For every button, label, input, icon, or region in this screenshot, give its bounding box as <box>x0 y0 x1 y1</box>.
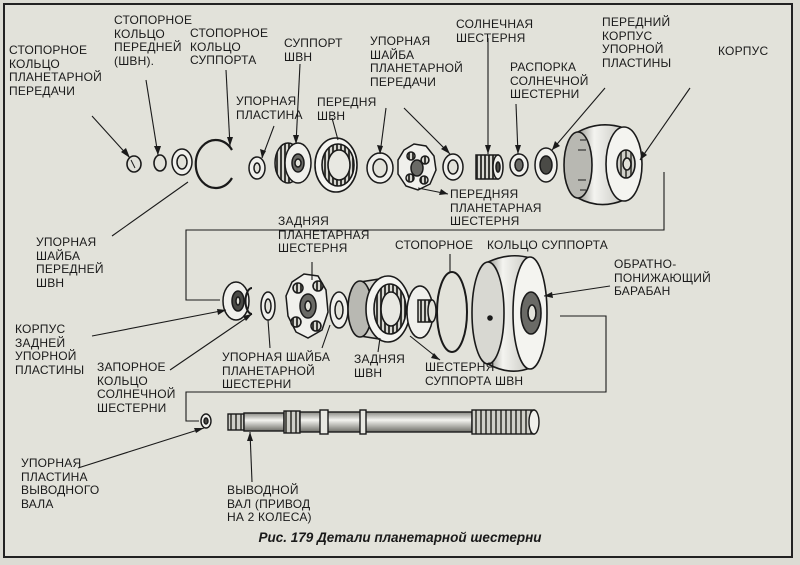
front-planet-thrust-washer-part <box>442 153 464 181</box>
planet-gear-thrust-washer-part <box>260 291 276 321</box>
support-ring-gear-part <box>406 285 437 339</box>
rear-planet-gear-part <box>285 273 329 339</box>
label-planet-snap-ring: СТОПОРНОЕ КОЛЬЦО ПЛАНЕТАРНОЙ ПЕРЕДАЧИ <box>9 43 102 98</box>
label-output-shaft: ВЫВОДНОЙ ВАЛ (ПРИВОД НА 2 КОЛЕСА) <box>227 483 312 524</box>
rear-planet-washer-part <box>329 291 349 329</box>
front-planet-gear-part <box>397 143 437 191</box>
label-rear-planet-gear: ЗАДНЯЯ ПЛАНЕТАРНАЯ ШЕСТЕРНЯ <box>278 214 370 255</box>
label-front-planet-gear: ПЕРЕДНЯЯ ПЛАНЕТАРНАЯ ШЕСТЕРНЯ <box>450 187 542 228</box>
label-output-thrust-plate: УПОРНАЯ ПЛАСТИНА ВЫВОДНОГО ВАЛА <box>21 456 100 511</box>
front-ring-thrust-washer-part <box>171 148 193 176</box>
label-support-ring-word: КОЛЬЦО СУППОРТА <box>487 238 608 252</box>
ring-support-part <box>274 142 312 184</box>
label-support-snap-ring: СТОПОРНОЕ КОЛЬЦО СУППОРТА <box>190 26 269 67</box>
planet-snap-ring-part <box>126 155 142 173</box>
leader-arrowheads <box>121 135 647 441</box>
rear-thrust-housing-part <box>222 281 250 321</box>
label-front-ring-thrust-washer: УПОРНАЯ ШАЙБА ПЕРЕДНЕЙ ШВН <box>36 235 104 290</box>
sun-gear-part <box>475 154 504 180</box>
front-ring-gear-part <box>314 137 358 193</box>
label-front-thrust-housing: ПЕРЕДНИЙ КОРПУС УПОРНОЙ ПЛАСТИНЫ <box>602 15 672 70</box>
label-rear-ring-gear: ЗАДНЯЯ ШВН <box>354 352 405 380</box>
label-front-ring-gear: ПЕРЕДНЯ ШВН <box>317 95 377 123</box>
output-thrust-plate-part <box>200 413 212 429</box>
sun-gear-lock-ring-part <box>244 287 253 315</box>
planet-thrust-washer-part <box>366 152 394 184</box>
label-rear-thrust-housing: КОРПУС ЗАДНЕЙ УПОРНОЙ ПЛАСТИНЫ <box>15 322 85 377</box>
support-snap-ring-part <box>194 138 233 190</box>
support-snap-ring-2-part <box>436 271 468 353</box>
front-ring-snap-part <box>153 154 167 172</box>
reverse-drum-part <box>471 254 548 372</box>
label-sun-gear-spacer: РАСПОРКА СОЛНЕЧНОЙ ШЕСТЕРНИ <box>510 60 589 101</box>
label-ring-support: СУППОРТ ШВН <box>284 36 343 64</box>
label-support-ring-gear: ШЕСТЕРНЯ СУППОРТА ШВН <box>425 360 524 388</box>
label-reverse-drum: ОБРАТНО- ПОНИЖАЮЩИЙ БАРАБАН <box>614 257 711 298</box>
output-shaft-part <box>227 409 540 435</box>
label-sun-gear-lock-ring: ЗАПОРНОЕ КОЛЬЦО СОЛНЕЧНОЙ ШЕСТЕРНИ <box>97 360 176 415</box>
label-planet-thrust-washer: УПОРНАЯ ШАЙБА ПЛАНЕТАРНОЙ ПЕРЕДАЧИ <box>370 34 463 89</box>
label-sun-gear: СОЛНЕЧНАЯ ШЕСТЕРНЯ <box>456 17 534 45</box>
label-thrust-plate: УПОРНАЯ ПЛАСТИНА <box>236 94 303 122</box>
rear-ring-gear-part <box>347 275 411 343</box>
label-planet-gear-thrust-washer: УПОРНАЯ ШАЙБА ПЛАНЕТАРНОЙ ШЕСТЕРНИ <box>222 350 331 391</box>
leader-lines <box>77 38 691 483</box>
thrust-plate-part <box>248 156 266 180</box>
label-front-ring-snap: СТОПОРНОЕ КОЛЬЦО ПЕРЕДНЕЙ (ШВН). <box>114 13 193 68</box>
label-housing: КОРПУС <box>718 44 769 58</box>
connector-lines <box>185 172 665 422</box>
housing-part <box>563 124 643 206</box>
sun-gear-spacer-part <box>509 153 529 177</box>
front-thrust-housing-part <box>534 147 558 183</box>
label-snap-word: СТОПОРНОЕ <box>395 238 474 252</box>
figure-caption: Рис. 179 Детали планетарной шестерни <box>258 530 542 545</box>
